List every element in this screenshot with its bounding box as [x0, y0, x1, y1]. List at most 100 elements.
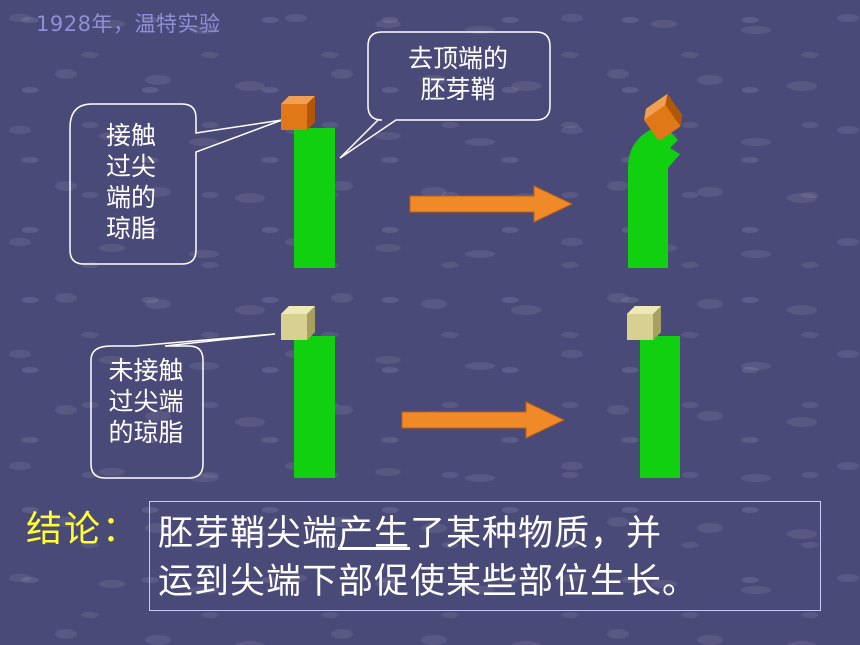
background-dimple [285, 14, 307, 22]
background-dimple [375, 132, 401, 140]
background-dimple [99, 20, 125, 28]
background-dimple [99, 580, 125, 588]
background-dimple [55, 293, 77, 303]
conclusion-label: 结论： [26, 509, 141, 550]
background-dimple [697, 635, 723, 645]
background-dimple [561, 574, 583, 582]
callout-contacted-agar [69, 103, 283, 265]
background-dimple [145, 299, 171, 309]
background-dimple [561, 238, 583, 246]
background-dimple [235, 305, 265, 315]
coleoptile-stem-treated-before [294, 128, 335, 268]
background-dimple [285, 574, 307, 582]
background-dimple [99, 244, 125, 252]
background-dimple [465, 250, 495, 258]
background-dimple [55, 69, 77, 79]
background-dimple [331, 293, 353, 303]
background-dimple [145, 523, 171, 533]
background-dimple [697, 187, 723, 197]
conclusion-text-underlined: 产生 [338, 514, 411, 554]
background-dimple [235, 529, 265, 539]
background-dimple [607, 629, 629, 639]
conclusion-text-line2: 运到尖端下部促使某些部位生长。 [158, 562, 699, 602]
agar-block-control [281, 306, 315, 340]
background-dimple [99, 468, 125, 476]
background-dimple [331, 181, 353, 191]
page-title: 1928年，温特实验 [36, 12, 221, 36]
background-dimple [741, 474, 771, 482]
background-dimple [837, 574, 859, 582]
background-dimple [189, 586, 219, 594]
background-dimple [465, 474, 495, 482]
background-dimple [607, 69, 629, 79]
arrow-right-top [409, 185, 574, 223]
background-dimple [607, 517, 629, 527]
conclusion-text-part2: 了某种物质，并 [410, 514, 663, 554]
background-dimple [9, 126, 31, 134]
background-dimple [561, 14, 583, 22]
background-dimple [331, 629, 353, 639]
callout-uncontacted-agar-text: 未接触 过尖端 的琼脂 [108, 356, 184, 447]
agar-block-treated [281, 96, 315, 130]
conclusion-text-part1: 胚芽鞘尖端 [158, 514, 339, 554]
callout-uncontacted-agar [90, 333, 276, 479]
background-dimple [607, 181, 629, 191]
background-dimple [741, 250, 771, 258]
agar-block-control-after [627, 306, 661, 340]
background-dimple [235, 193, 265, 203]
background-dimple [235, 81, 265, 91]
background-dimple [511, 641, 541, 645]
background-dimple [561, 126, 583, 134]
background-dimple [375, 244, 401, 252]
background-dimple [421, 523, 447, 533]
background-dimple [511, 305, 541, 315]
background-dimple [607, 293, 629, 303]
background-dimple [837, 126, 859, 134]
background-dimple [465, 362, 495, 370]
background-dimple [787, 529, 817, 539]
conclusion-box: 胚芽鞘尖端产生了某种物质，并 运到尖端下部促使某些部位生长。 [149, 501, 821, 611]
background-dimple [787, 81, 817, 91]
coleoptile-stem-control-before [294, 336, 335, 478]
background-dimple [421, 635, 447, 645]
background-dimple [697, 523, 723, 533]
background-dimple [9, 462, 31, 470]
background-dimple [741, 586, 771, 594]
background-dimple [55, 405, 77, 415]
background-dimple [331, 517, 353, 527]
background-dimple [837, 14, 859, 22]
background-dimple [331, 405, 353, 415]
background-dimple [741, 26, 771, 34]
background-dimple [465, 586, 495, 594]
background-dimple [9, 350, 31, 358]
background-dimple [837, 350, 859, 358]
background-dimple [787, 641, 817, 645]
background-dimple [235, 417, 265, 427]
background-dimple [837, 238, 859, 246]
background-dimple [651, 20, 677, 28]
background-dimple [375, 356, 401, 364]
background-dimple [9, 574, 31, 582]
background-dimple [9, 238, 31, 246]
background-dimple [55, 181, 77, 191]
background-dimple [55, 517, 77, 527]
background-dimple [787, 305, 817, 315]
background-dimple [465, 138, 495, 146]
agar-block-treated-tilted [644, 94, 683, 140]
callout-removed-tip-text: 去顶端的 胚芽鞘 [407, 44, 508, 104]
background-dimple [375, 580, 401, 588]
background-dimple [607, 405, 629, 415]
background-dimple [741, 138, 771, 146]
background-dimple [99, 132, 125, 140]
background-dimple [99, 356, 125, 364]
background-dimple [421, 299, 447, 309]
background-dimple [189, 26, 219, 34]
background-dimple [145, 187, 171, 197]
background-dimple [561, 350, 583, 358]
background-dimple [55, 629, 77, 639]
background-dimple [189, 138, 219, 146]
background-dimple [697, 411, 723, 421]
background-dimple [837, 462, 859, 470]
background-dimple [421, 187, 447, 197]
background-dimple [511, 81, 541, 91]
